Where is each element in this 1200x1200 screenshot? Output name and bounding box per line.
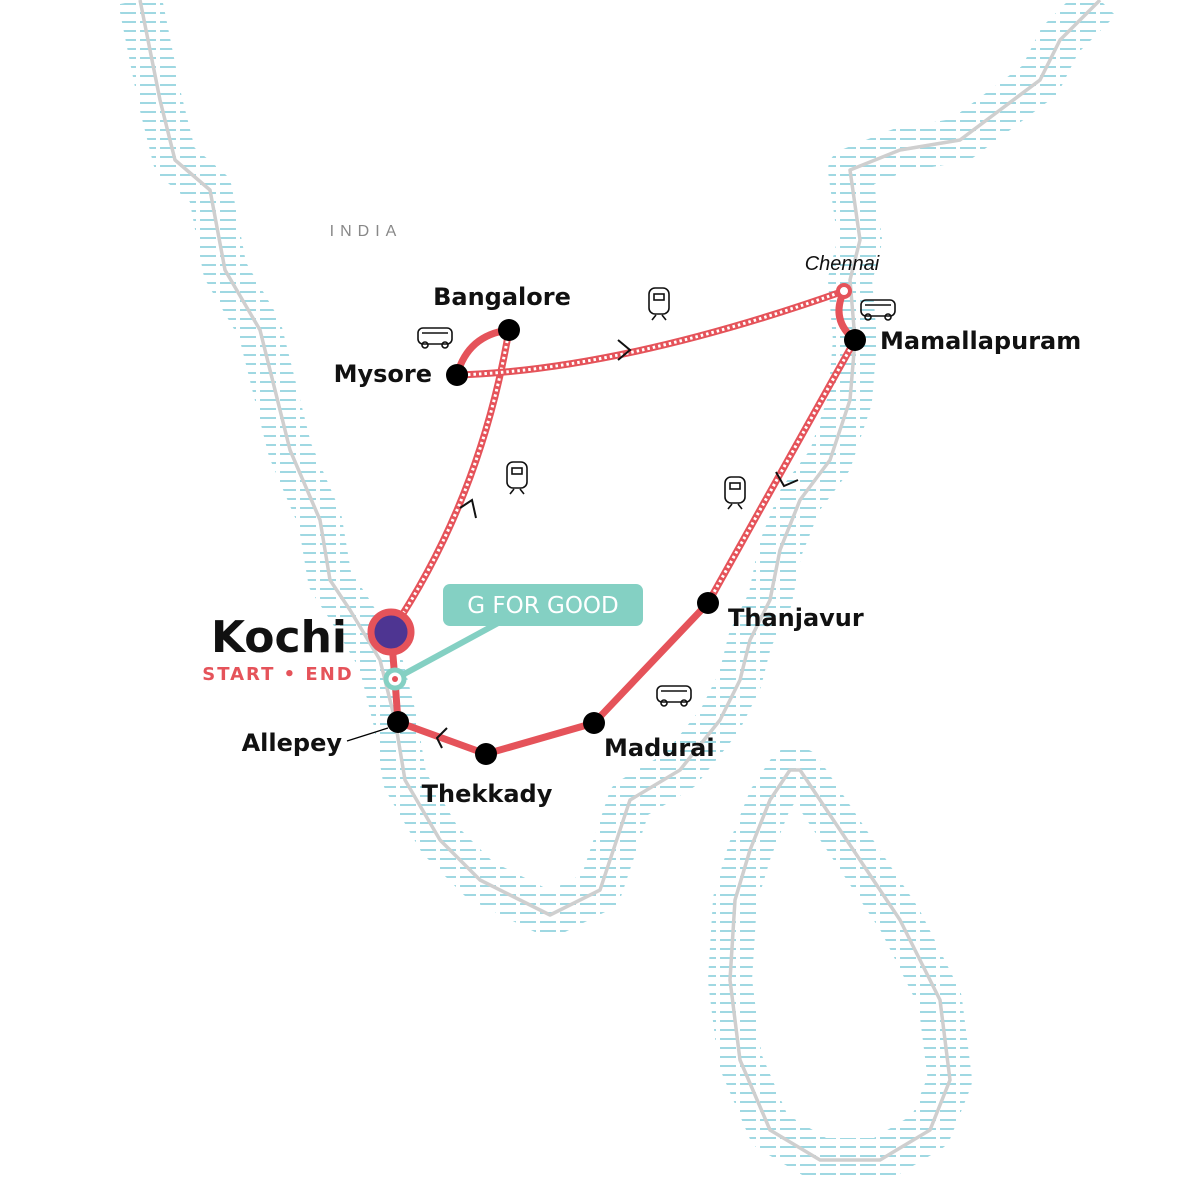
direction-arrow bbox=[775, 471, 799, 488]
stop-marker-bangalore[interactable] bbox=[498, 319, 520, 341]
g-for-good-connector bbox=[393, 619, 502, 682]
start-city-label: Kochi bbox=[211, 612, 347, 663]
city-label-madurai: Madurai bbox=[604, 734, 715, 762]
route-mamallapuram-thanjavur bbox=[704, 336, 859, 607]
stop-marker-chennai[interactable] bbox=[836, 283, 852, 299]
stop-marker-thanjavur[interactable] bbox=[697, 592, 719, 614]
city-label-allepey: Allepey bbox=[242, 729, 343, 757]
city-label-thanjavur: Thanjavur bbox=[728, 604, 864, 632]
direction-arrow bbox=[617, 339, 632, 361]
city-label-thekkady: Thekkady bbox=[422, 780, 553, 808]
stop-marker-allepey[interactable] bbox=[387, 711, 409, 733]
allepey-leader-line bbox=[346, 727, 389, 742]
g-for-good-badge[interactable]: G FOR GOOD bbox=[443, 584, 643, 626]
start-marker-kochi[interactable] bbox=[367, 608, 415, 656]
stop-marker-madurai[interactable] bbox=[583, 712, 605, 734]
train-icon bbox=[506, 461, 528, 495]
route-mysore-chennai bbox=[453, 287, 848, 379]
bus-icon bbox=[860, 299, 896, 321]
city-label-bangalore: Bangalore bbox=[433, 283, 571, 311]
city-label-mysore: Mysore bbox=[334, 360, 432, 388]
g-for-good-text: G FOR GOOD bbox=[467, 593, 619, 619]
stop-marker-mysore[interactable] bbox=[446, 364, 468, 386]
bus-icon bbox=[417, 327, 453, 349]
direction-arrow bbox=[459, 498, 477, 519]
train-icon bbox=[724, 476, 746, 510]
city-label-chennai: Chennai bbox=[805, 253, 880, 275]
direction-arrow bbox=[435, 727, 448, 749]
stop-marker-mamallapuram[interactable] bbox=[844, 329, 866, 351]
g-for-good-marker-dot bbox=[392, 676, 398, 682]
train-icon bbox=[648, 287, 670, 321]
stop-marker-thekkady[interactable] bbox=[475, 743, 497, 765]
start-end-label: START • END bbox=[202, 664, 353, 685]
region-label: INDIA bbox=[330, 223, 403, 240]
city-label-mamallapuram: Mamallapuram bbox=[880, 327, 1081, 355]
india-coastline bbox=[118, 0, 1116, 937]
sri-lanka-coastline bbox=[708, 748, 972, 1182]
bus-icon bbox=[656, 685, 692, 707]
